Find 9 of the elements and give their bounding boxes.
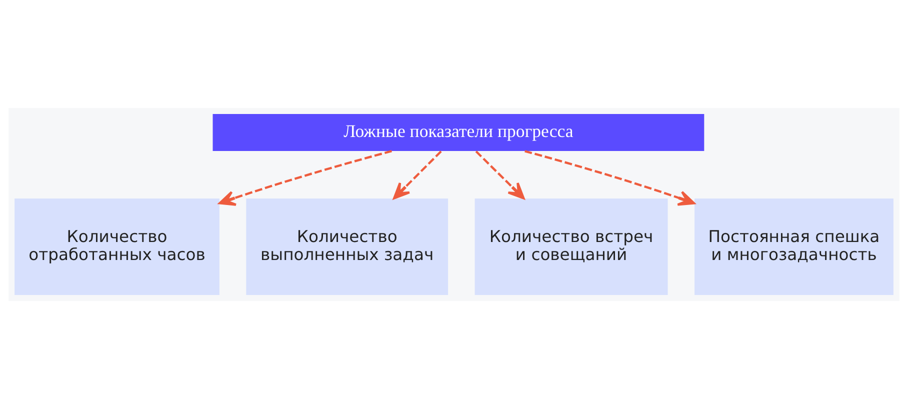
node-box: Количество отработанных часов [14, 198, 220, 296]
node-box: Количество выполненных задач [246, 198, 448, 296]
arrow [475, 150, 525, 200]
node-box: Постоянная спешка и многозадачность [694, 198, 894, 296]
node-box: Количество встреч и совещаний [474, 198, 668, 296]
node-box: Ложные показатели прогресса [212, 114, 704, 152]
arrow [524, 150, 696, 206]
arrow [393, 150, 442, 200]
arrow [218, 150, 392, 206]
